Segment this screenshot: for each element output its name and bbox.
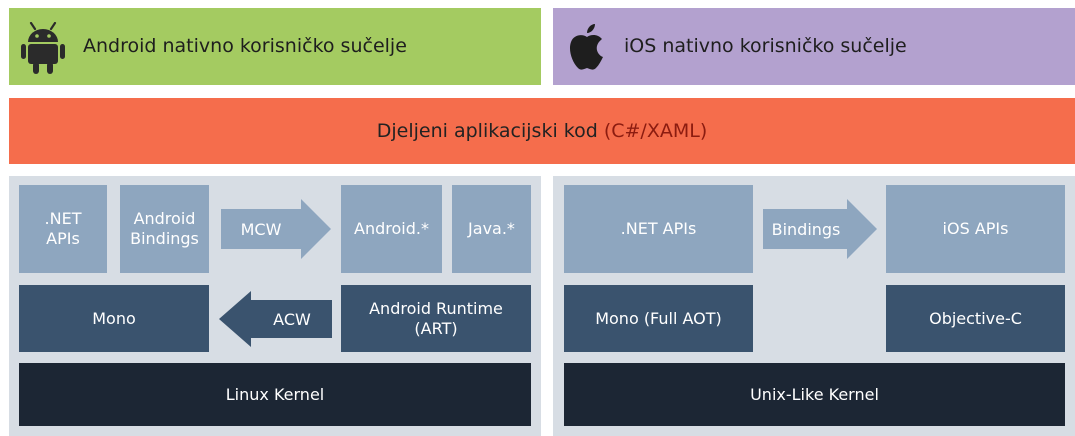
shared-code-bar: Djeljeni aplikacijski kod (C#/XAML) xyxy=(9,98,1075,164)
objective-c-box: Objective-C xyxy=(886,285,1065,352)
bindings-arrow xyxy=(763,199,877,259)
android-robot-icon xyxy=(21,22,65,74)
ios-native-ui-label: iOS nativno korisničko sučelje xyxy=(624,35,907,57)
android-native-ui-banner: Android nativno korisničko sučelje xyxy=(9,8,541,85)
unix-like-kernel-box: Unix-Like Kernel xyxy=(564,363,1065,426)
bindings-label: Bindings xyxy=(771,219,841,239)
acw-label: ACW xyxy=(273,309,311,329)
shared-code-language: (C#/XAML) xyxy=(603,120,708,142)
ios-apis-box: iOS APIs xyxy=(886,185,1065,273)
android-bindings-box: Android Bindings xyxy=(120,185,209,273)
android-mono-box: Mono xyxy=(19,285,209,352)
ios-net-apis-box: .NET APIs xyxy=(564,185,753,273)
acw-arrow xyxy=(219,291,332,347)
mcw-label: MCW xyxy=(240,219,282,239)
java-namespace-box: Java.* xyxy=(452,185,531,273)
android-native-ui-label: Android nativno korisničko sučelje xyxy=(83,35,407,57)
android-runtime-box: Android Runtime (ART) xyxy=(341,285,531,352)
linux-kernel-box: Linux Kernel xyxy=(19,363,531,426)
mcw-arrow xyxy=(221,199,331,259)
android-net-apis-box: .NET APIs xyxy=(19,185,107,273)
shared-code-label: Djeljeni aplikacijski kod xyxy=(376,120,604,142)
ios-native-ui-banner: iOS nativno korisničko sučelje xyxy=(553,8,1075,85)
apple-logo-icon xyxy=(569,24,603,70)
ios-mono-full-aot-box: Mono (Full AOT) xyxy=(564,285,753,352)
android-namespace-box: Android.* xyxy=(341,185,442,273)
